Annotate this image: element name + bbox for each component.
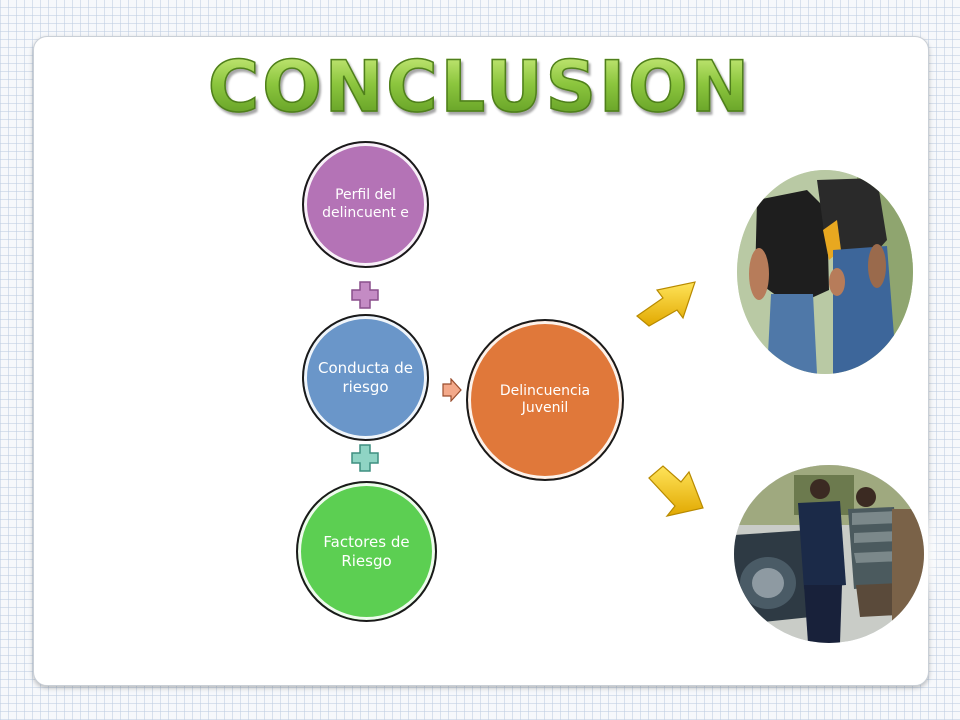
node-perfil-del-delincuente: Perfil del delincuent e	[302, 141, 429, 268]
node-conducta-de-riesgo: Conducta de riesgo	[302, 314, 429, 441]
police-arrest-illustration	[734, 465, 924, 643]
plus-icon	[351, 444, 379, 472]
node-factores-de-riesgo: Factores de Riesgo	[296, 481, 437, 622]
node-factores-label: Factores de Riesgo	[323, 532, 410, 570]
page-title: CONCLUSION	[0, 51, 960, 123]
node-delincuencia-label: Delincuencia Juvenil	[499, 382, 591, 417]
node-perfil-label: Perfil del delincuent e	[322, 187, 409, 221]
node-delincuencia-juvenil: Delincuencia Juvenil	[466, 319, 624, 481]
arrow-right-icon	[442, 378, 462, 402]
arrow-up-right-icon	[636, 281, 696, 327]
node-conducta-label: Conducta de riesgo	[317, 358, 414, 396]
arrow-down-right-icon	[648, 465, 704, 517]
police-arrest-photo	[734, 465, 924, 643]
plus-icon	[351, 281, 379, 309]
youths-photo	[737, 170, 913, 374]
youths-illustration	[737, 170, 913, 374]
